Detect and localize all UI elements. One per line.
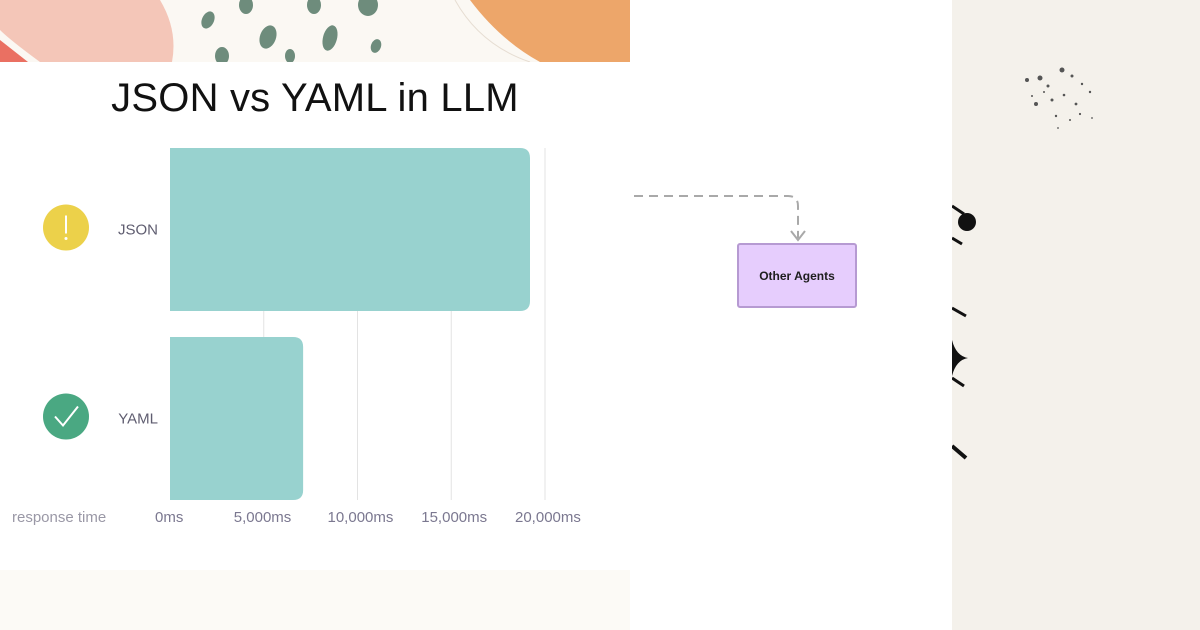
- bars: [170, 148, 530, 500]
- decorative-shapes: [0, 0, 630, 62]
- decorative-doodles: [952, 67, 1093, 460]
- x-tick-label: 5,000ms: [234, 509, 292, 526]
- x-tick-label: 20,000ms: [515, 509, 581, 526]
- category-label: JSON: [118, 222, 158, 239]
- chart-title: JSON vs YAML in LLM: [111, 76, 519, 120]
- bar-json: [170, 148, 530, 311]
- exclamation-dot: [64, 237, 68, 240]
- decorative-side-panel: [952, 0, 1200, 630]
- checkmark-icon: [43, 393, 89, 440]
- dashed-connector-arrow: [634, 195, 806, 242]
- x-axis-title: response time: [12, 509, 106, 526]
- x-tick-label: 15,000ms: [421, 509, 487, 526]
- x-tick-label: 0ms: [155, 509, 183, 526]
- check-mark: [54, 405, 79, 428]
- decorative-band: [0, 570, 630, 630]
- category-icons: [43, 204, 89, 440]
- bar-chart: 0ms 5,000ms 10,000ms 15,000ms 20,000ms respon…: [12, 148, 581, 527]
- bar-yaml: [170, 337, 304, 500]
- labels: 0ms 5,000ms 10,000ms 15,000ms 20,000ms respon…: [12, 222, 581, 527]
- decorative-banner: [0, 0, 630, 62]
- x-tick-label: 10,000ms: [328, 509, 394, 526]
- other-agents-label: Other Agents: [759, 268, 835, 283]
- other-agents-node[interactable]: Other Agents: [737, 243, 857, 308]
- category-label: YAML: [118, 411, 158, 428]
